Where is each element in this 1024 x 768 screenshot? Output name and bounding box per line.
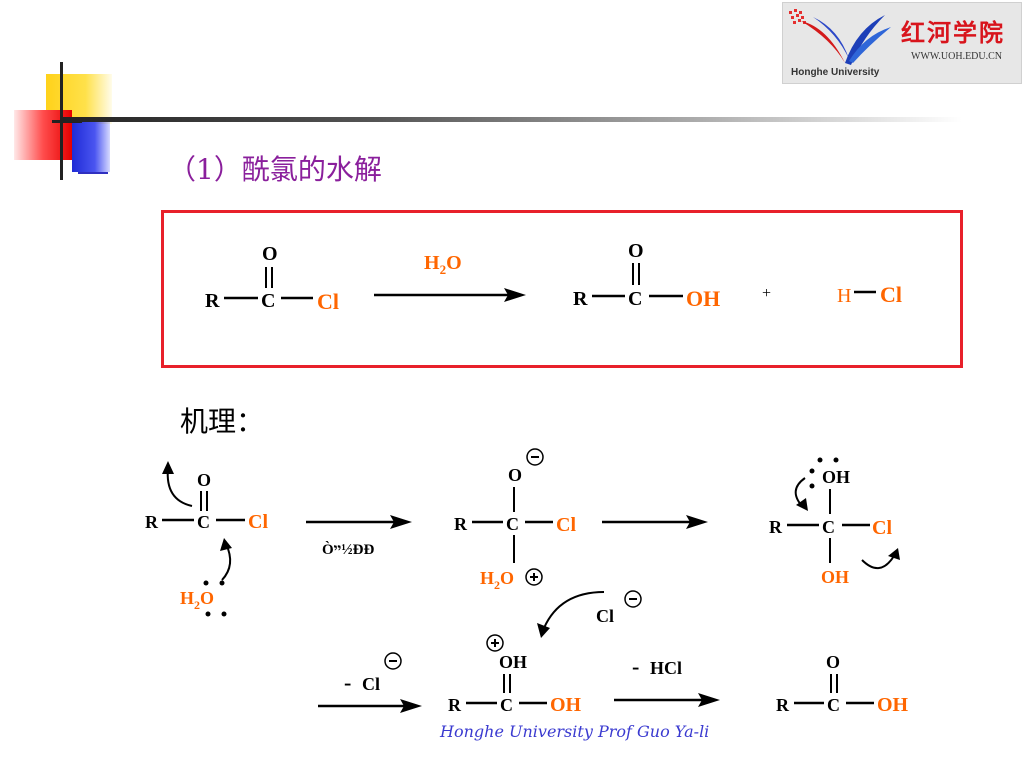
logo-name: 红河学院	[901, 18, 1005, 47]
hcl-loss-label: HCl	[650, 658, 682, 678]
lone-pair-dot	[809, 483, 815, 489]
water-reagent: H2O	[424, 252, 462, 277]
footer-credit: Honghe University Prof Guo Ya-li	[440, 722, 710, 741]
step5-carbon: C	[827, 695, 840, 715]
mechanism-label: 机理：	[180, 405, 265, 438]
product-r: R	[573, 288, 588, 310]
step1-chlorine: Cl	[248, 511, 268, 533]
chloride-charge-icon	[624, 590, 642, 608]
reagent-label: H2O	[424, 252, 462, 277]
carboxylic-acid-product: O R C OH	[573, 240, 720, 311]
mechanism-step5: O R C OH	[776, 652, 909, 716]
reactant-oxygen: O	[262, 243, 278, 265]
mech-arrow4-head	[698, 693, 720, 707]
reaction-arrow-head	[504, 288, 526, 302]
reactant-chlorine: Cl	[317, 289, 339, 314]
step3-hydroxyl-top: OH	[822, 467, 850, 487]
step3-electron-arrow-out-head	[888, 548, 900, 560]
mechanism-step3: OH R C Cl OH	[769, 457, 900, 587]
step5-oxygen: O	[826, 652, 840, 672]
loss-dash: -	[344, 670, 351, 695]
step3-electron-arrow-out	[861, 555, 895, 569]
product-hydroxyl: OH	[686, 286, 720, 311]
mechanism-step2: O R C Cl H2O	[454, 448, 576, 592]
loss-charge-icon	[384, 652, 402, 670]
step2-carbon: C	[506, 514, 519, 534]
mech-arrow1-label: Òײ½ÐÐ	[322, 541, 374, 558]
step4-hydroxyl-top: OH	[499, 652, 527, 672]
step2-chlorine: Cl	[556, 514, 576, 536]
reaction-box	[161, 210, 963, 368]
step5-hydroxyl: OH	[877, 694, 909, 716]
step1-electron-arrow-water-head	[220, 538, 232, 551]
title-rule	[62, 117, 962, 122]
hcl-product: H Cl	[837, 282, 902, 307]
step2-water: H2O	[480, 568, 514, 592]
lone-pair-dot	[205, 611, 211, 617]
step3-chlorine: Cl	[872, 517, 892, 539]
lone-pair-dot	[817, 457, 823, 463]
reactant-r: R	[205, 290, 220, 312]
lone-pair-dot	[833, 457, 839, 463]
mechanism-step1: O R C Cl H2O	[145, 461, 268, 617]
step1-electron-arrow-up-head	[162, 461, 174, 474]
lone-pair-dot	[219, 580, 225, 586]
logo-emblem-icon	[789, 9, 891, 65]
mech-arrow3-head	[400, 699, 422, 713]
hcl-loss-dash: -	[632, 654, 639, 679]
hcl-hydrogen: H	[837, 285, 851, 307]
lone-pair-dot	[203, 580, 209, 586]
step4-hydroxyl: OH	[550, 694, 582, 716]
step2-oxygen: O	[508, 465, 522, 485]
mech-arrow2-head	[686, 515, 708, 529]
step1-r: R	[145, 512, 159, 532]
acyl-chloride-reactant: O R C Cl	[205, 243, 339, 314]
step3-r: R	[769, 517, 783, 537]
step3-hydroxyl-bottom: OH	[821, 567, 849, 587]
mech-arrow1-head	[390, 515, 412, 529]
chloride-curved-arrow-head	[537, 623, 550, 638]
university-logo: 红河学院 WWW.UOH.EDU.CN Honghe University	[782, 2, 1022, 84]
chloride-ion: Cl	[537, 590, 642, 638]
logo-university: Honghe University	[791, 67, 880, 78]
logo-url: WWW.UOH.EDU.CN	[911, 51, 1003, 62]
positive-charge-icon	[525, 568, 543, 586]
chloride-label: Cl	[596, 606, 614, 626]
plus-sign: +	[762, 285, 771, 302]
negative-charge-icon	[526, 448, 544, 466]
step1-water: H2O	[180, 588, 214, 612]
lone-pair-dot	[221, 611, 227, 617]
product-carbon: C	[628, 288, 642, 310]
hcl-chlorine: Cl	[880, 282, 902, 307]
decor-underline	[78, 172, 108, 174]
step3-carbon: C	[822, 517, 835, 537]
decor-blue-block	[72, 122, 110, 172]
loss-chloride: Cl	[362, 674, 380, 694]
step4-r: R	[448, 695, 462, 715]
mechanism-step4: OH R C OH	[448, 634, 582, 716]
step3-electron-arrow-in-head	[796, 498, 808, 511]
product-oxygen: O	[628, 240, 644, 262]
chloride-curved-arrow	[543, 591, 605, 629]
reactant-carbon: C	[261, 290, 275, 312]
step2-r: R	[454, 514, 468, 534]
slide-heading: （1）酰氯的水解	[168, 153, 382, 186]
step1-carbon: C	[197, 512, 210, 532]
oxonium-charge-icon	[486, 634, 504, 652]
step4-carbon: C	[500, 695, 513, 715]
step1-oxygen: O	[197, 470, 211, 490]
lone-pair-dot	[809, 468, 815, 474]
step5-r: R	[776, 695, 790, 715]
